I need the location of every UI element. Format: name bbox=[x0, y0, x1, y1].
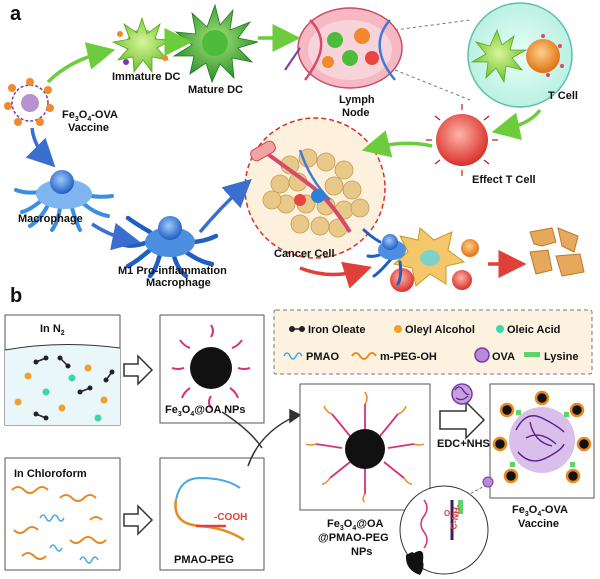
in-n2-label: In N2 bbox=[40, 323, 65, 337]
legend-oleic-acid-icon bbox=[496, 325, 504, 333]
panel-a-letter: a bbox=[10, 3, 22, 25]
lymph-node-label-2: Node bbox=[342, 107, 370, 119]
lymph-node-label-1: Lymph bbox=[339, 94, 375, 106]
process-arrows bbox=[123, 354, 486, 536]
coated-np-label-3: NPs bbox=[351, 546, 372, 558]
macrophage-label: Macrophage bbox=[18, 213, 83, 225]
vaccine-label-a: Fe3O4-OVA bbox=[62, 109, 118, 123]
lymph-node-icon bbox=[284, 7, 403, 89]
pmao-peg-label: PMAO-PEG bbox=[174, 554, 234, 566]
vaccine-cluster-icon bbox=[4, 78, 54, 126]
mature-dc-label: Mature DC bbox=[188, 84, 243, 96]
vaccine-label-a-line2: Vaccine bbox=[68, 122, 109, 134]
legend-lysine-icon bbox=[524, 352, 540, 357]
vaccine-label-b-line2: Vaccine bbox=[518, 518, 559, 530]
amide-label: C-NH- bbox=[448, 503, 462, 530]
m1-label-1: M1 Pro-inflammation bbox=[118, 265, 227, 277]
mature-dc-icon bbox=[172, 3, 259, 84]
legend-m-peg-oh-icon bbox=[351, 352, 377, 360]
m1-macrophage-icon bbox=[119, 215, 219, 279]
legend-m-peg-oh: m-PEG-OH bbox=[380, 351, 437, 363]
legend-pmao-icon bbox=[283, 352, 303, 360]
legend-oleyl-alcohol-icon bbox=[394, 325, 402, 333]
in-chloroform-label: In Chloroform bbox=[14, 468, 87, 480]
dead-cancer-cell-icon bbox=[529, 227, 585, 277]
m1-label-2: Macrophage bbox=[146, 277, 211, 289]
legend-oleic-acid: Oleic Acid bbox=[507, 324, 560, 336]
coated-np-label-1: Fe3O4@OA bbox=[327, 518, 384, 532]
legend-oleyl-alcohol: Oleyl Alcohol bbox=[405, 324, 475, 336]
tumor-killing-cluster bbox=[362, 227, 479, 292]
panel-a-arrows bbox=[25, 24, 542, 289]
effect-t-cell-icon bbox=[426, 104, 498, 176]
dc-t-cell-zoom bbox=[394, 2, 573, 108]
pmao-peg-box bbox=[159, 457, 265, 571]
edc-nhs-label: EDC+NHS bbox=[437, 438, 490, 450]
legend-pmao: PMAO bbox=[306, 351, 339, 363]
macrophage-icon bbox=[14, 170, 114, 232]
np-label: Fe3O4@OA NPs bbox=[165, 404, 246, 418]
legend-box bbox=[273, 309, 593, 375]
in-chloroform-box bbox=[4, 457, 121, 571]
ova-reagent-icon bbox=[451, 383, 473, 405]
tumor-microenvironment bbox=[244, 117, 386, 259]
legend-ova-icon bbox=[474, 347, 490, 363]
immature-dc-icon bbox=[111, 16, 174, 74]
vaccine-box bbox=[489, 383, 595, 499]
t-cell-label: T Cell bbox=[548, 90, 578, 102]
effect-t-cell-label: Effect T Cell bbox=[472, 174, 536, 186]
cancer-cell-label: Cancer Cell bbox=[274, 248, 335, 260]
legend-iron-oleate-icon bbox=[289, 326, 305, 332]
legend-iron-oleate: Iron Oleate bbox=[308, 324, 365, 336]
cooh-label: -COOH bbox=[214, 512, 247, 523]
coated-np-box bbox=[299, 383, 431, 511]
merge-arrow bbox=[221, 408, 302, 467]
in-n2-box bbox=[4, 314, 121, 426]
amide-bond-zoom bbox=[399, 476, 494, 575]
legend-lysine: Lysine bbox=[544, 351, 578, 363]
legend-ova: OVA bbox=[492, 351, 515, 363]
vaccine-label-b: Fe3O4-OVA bbox=[512, 504, 568, 518]
immature-dc-label: Immature DC bbox=[112, 71, 181, 83]
amide-o-label: O bbox=[444, 509, 450, 518]
coated-np-label-2: @PMAO-PEG bbox=[318, 532, 389, 544]
panel-b-letter: b bbox=[10, 285, 22, 307]
np-box bbox=[159, 314, 265, 424]
